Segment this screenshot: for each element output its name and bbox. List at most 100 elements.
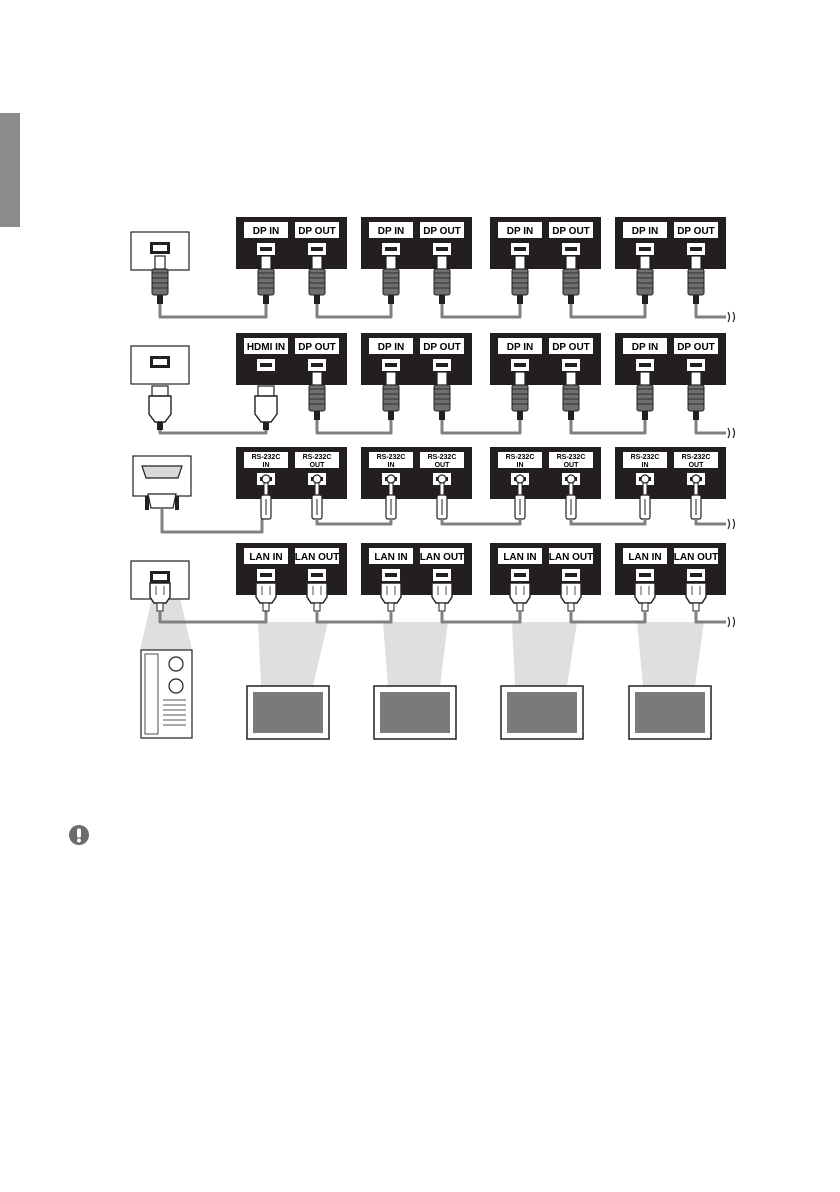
plug-body (561, 583, 581, 603)
port-label: DP OUT (552, 342, 590, 353)
port-label-line: RS-232C (303, 454, 332, 461)
port-label: LAN OUT (420, 552, 464, 563)
monitor-ports-2: DP INDP OUT (361, 217, 472, 304)
port-label: DP OUT (677, 342, 715, 353)
port-label-line: IN (263, 462, 270, 469)
connection-row-rs232c: RS-232CINRS-232COUTRS-232CINRS-232COUTRS… (133, 447, 735, 532)
port-socket-slot (639, 363, 651, 367)
lan-plug-icon (381, 583, 401, 611)
exclamation-circle-icon (68, 824, 90, 846)
cable (317, 420, 391, 433)
plug-boot (642, 295, 648, 304)
jack-shaft (389, 483, 393, 495)
jack-shaft (315, 483, 319, 495)
display-icon (247, 686, 329, 739)
plug-boot (439, 411, 445, 420)
lan-plug-icon (432, 583, 452, 611)
plug-boot (388, 411, 394, 420)
port-socket-slot (565, 247, 577, 251)
port-label: LAN OUT (295, 552, 339, 563)
plug-boot (517, 411, 523, 420)
serial-jack-plug-icon (437, 475, 447, 519)
monitor-ports-3: DP IN DP OUT (490, 333, 601, 420)
cable-break-icon (728, 428, 735, 438)
port-label: LAN IN (628, 552, 661, 563)
jack-shaft (694, 483, 698, 495)
plug-boot (263, 603, 269, 611)
port-label-line: IN (388, 462, 395, 469)
cable (696, 420, 726, 433)
plug-boot (568, 295, 574, 304)
cable (571, 304, 645, 317)
port-label-line: RS-232C (377, 454, 406, 461)
plug-tip (312, 256, 322, 269)
cable-break-icon (728, 312, 735, 322)
plug-tip (515, 372, 525, 385)
break-stroke (728, 519, 735, 529)
cable (317, 304, 391, 317)
projection-beam (637, 622, 704, 686)
port-socket-slot (311, 573, 323, 577)
port-label: LAN IN (249, 552, 282, 563)
break-stroke (728, 312, 735, 322)
display-icon (374, 686, 456, 739)
port-label-line: RS-232C (631, 454, 660, 461)
port-socket-slot (260, 247, 272, 251)
lan-plug-icon (256, 583, 276, 611)
plug-boot (517, 603, 523, 611)
cable (696, 611, 726, 622)
port-socket-slot (311, 363, 323, 367)
serial-jack-plug-icon (312, 475, 322, 519)
monitor-ports-1: LAN IN LAN OUT (236, 543, 347, 611)
jack-shaft (643, 483, 647, 495)
port-label: DP IN (507, 342, 534, 353)
jack-tip (262, 475, 270, 483)
serial-screw (145, 496, 149, 510)
plug-tip (386, 256, 396, 269)
plug-body (307, 583, 327, 603)
connection-row-hdmi-dp: HDMI INDP OUTDP INDP OUTDP INDP OUTDP IN… (131, 333, 735, 438)
serial-screw (175, 496, 179, 510)
port-slot (153, 245, 167, 251)
port-socket-slot (565, 363, 577, 367)
plug-boot (568, 603, 574, 611)
monitor-ports-4: DP INDP OUT (615, 333, 726, 420)
plug-tip (152, 386, 168, 396)
port-label: DP OUT (552, 226, 590, 237)
plug-tip (691, 256, 701, 269)
monitor-ports-2: DP INDP OUT (361, 333, 472, 420)
plug-boot (157, 422, 163, 430)
port-label: DP IN (253, 226, 280, 237)
plug-tip (566, 256, 576, 269)
cable (317, 519, 391, 524)
break-stroke (728, 617, 735, 627)
port-label: DP IN (632, 226, 659, 237)
port-slot (153, 574, 167, 580)
port-label-line: OUT (689, 462, 705, 469)
jack-shaft (518, 483, 522, 495)
port-socket-slot (311, 247, 323, 251)
plug-boot (314, 603, 320, 611)
display-screen (507, 692, 577, 733)
port-label: LAN OUT (549, 552, 593, 563)
displayport-plug-icon (637, 372, 653, 420)
displayport-plug-icon (563, 372, 579, 420)
cable (571, 611, 645, 622)
plug-body (510, 583, 530, 603)
plug-tip (386, 372, 396, 385)
display-icon (629, 686, 711, 739)
monitor-ports-4: LAN INLAN OUT (615, 543, 726, 611)
serial-jack-plug-icon (691, 475, 701, 519)
jack-tip (641, 475, 649, 483)
monitor-ports-2: RS-232CINRS-232COUT (361, 447, 472, 519)
jack-tip (567, 475, 575, 483)
port-socket-slot (639, 247, 651, 251)
plug-boot (693, 411, 699, 420)
hdmi-plug-icon (149, 386, 171, 430)
